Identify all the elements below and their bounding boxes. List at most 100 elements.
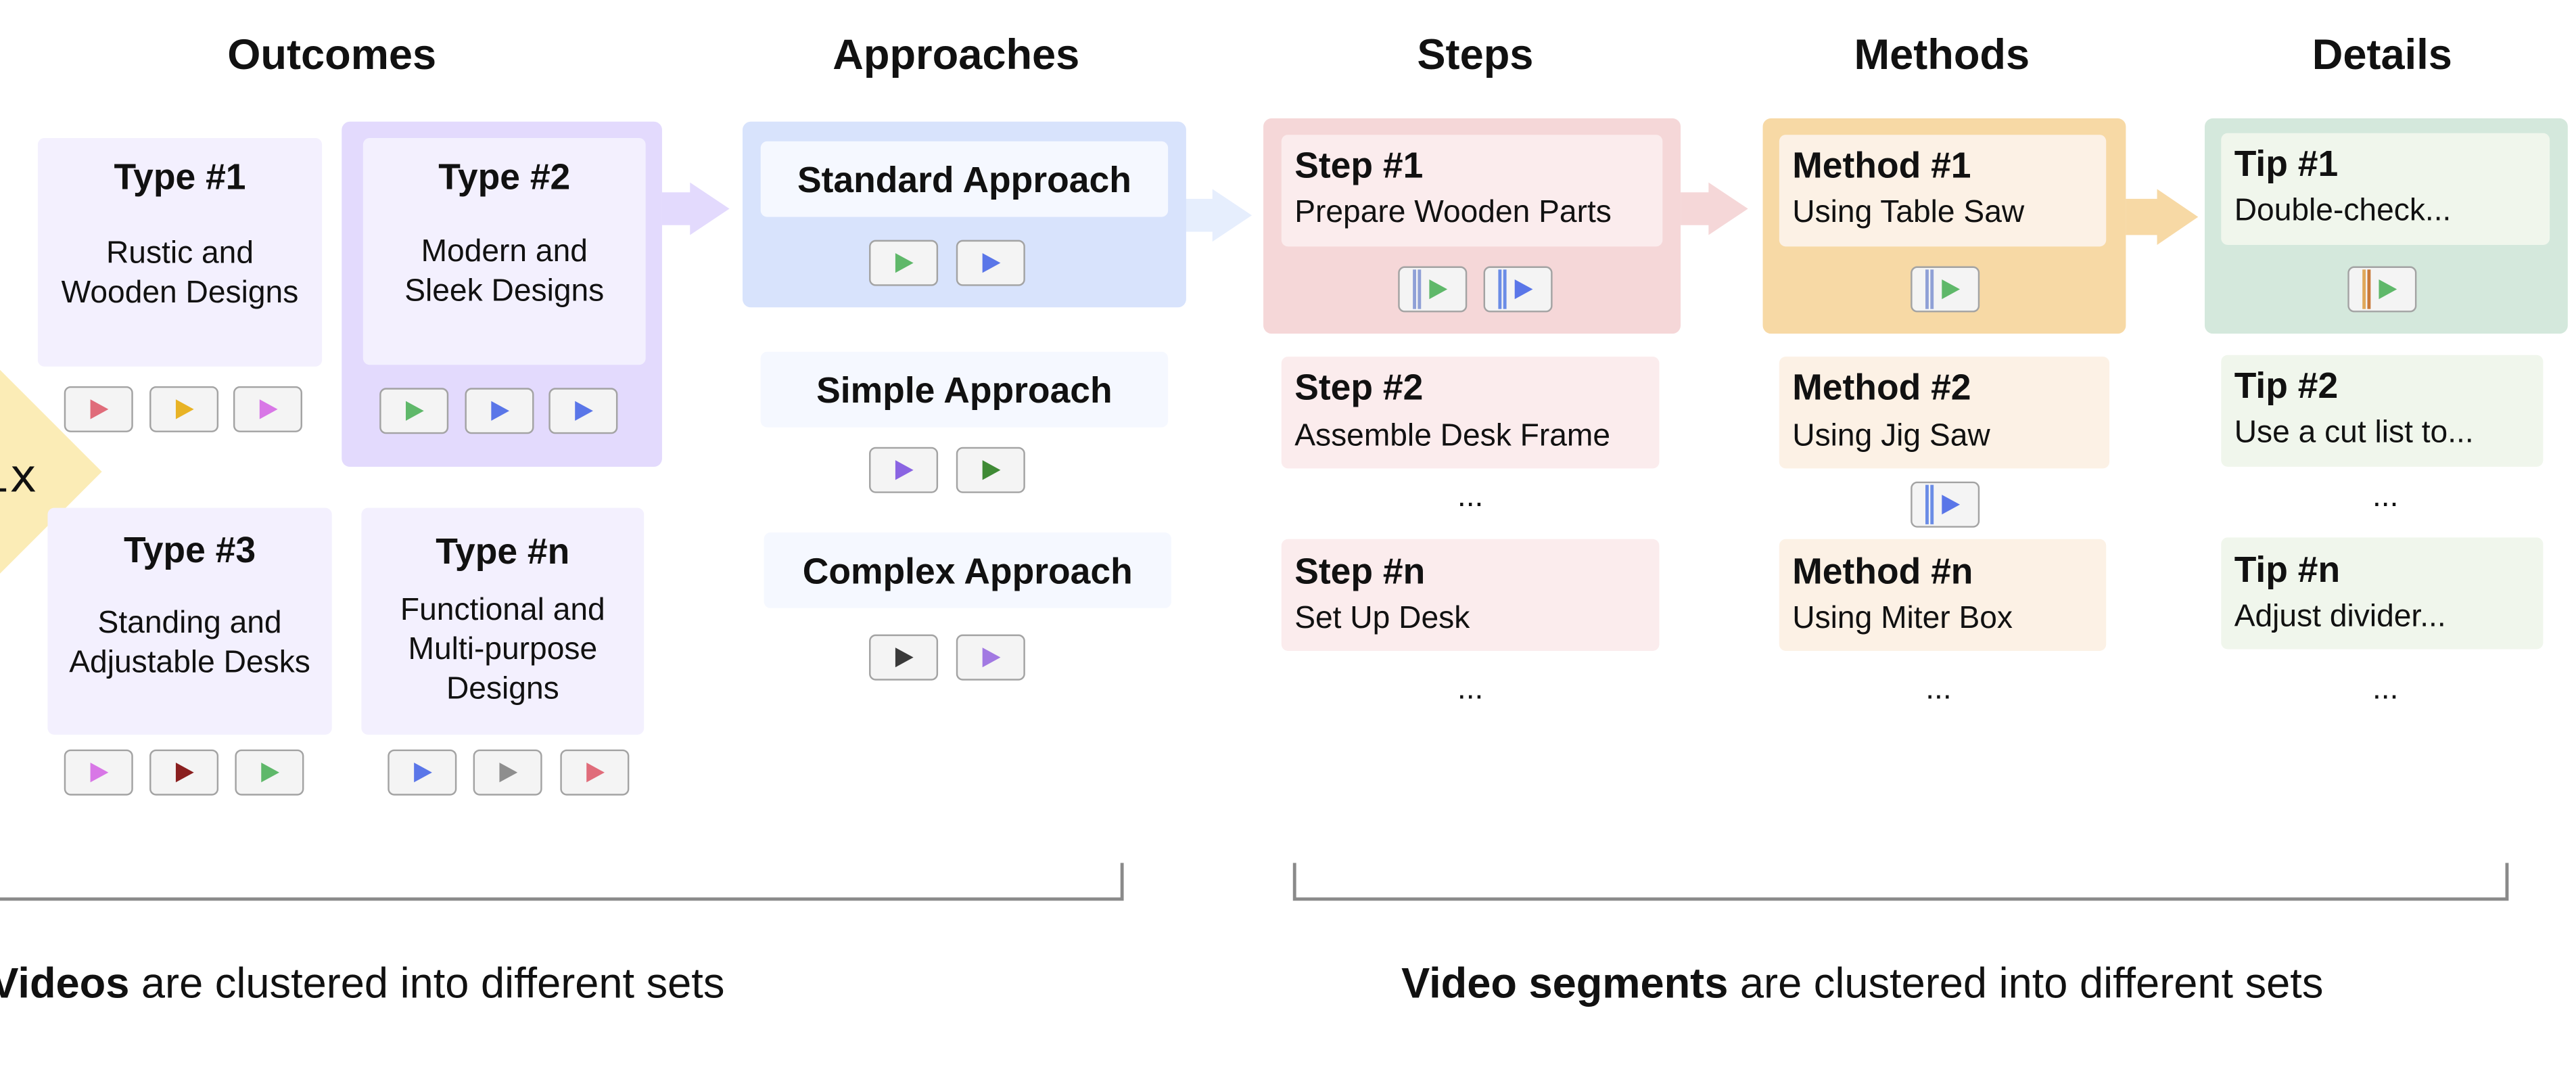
video-button[interactable] xyxy=(869,447,939,493)
play-segment-icon xyxy=(2379,279,2397,300)
mix-label: Mix xyxy=(0,449,37,503)
video-button[interactable] xyxy=(64,386,133,432)
play-segment-icon xyxy=(1942,279,1961,300)
approach-simple-card[interactable]: Simple Approach xyxy=(760,351,1169,428)
step2-card[interactable]: Step #2 Assemble Desk Frame xyxy=(1281,357,1660,469)
tip2-card[interactable]: Tip #2 Use a cut list to... xyxy=(2221,355,2544,467)
play-segment-icon xyxy=(1942,495,1961,515)
play-triangle-icon xyxy=(895,253,914,273)
video-button[interactable] xyxy=(64,749,133,796)
play-triangle-icon xyxy=(895,460,914,480)
video-button[interactable] xyxy=(956,634,1025,681)
segment-button[interactable] xyxy=(1398,266,1468,313)
outcome-desc: Adjustable Desks xyxy=(69,645,310,681)
methodn-card[interactable]: Method #n Using Miter Box xyxy=(1779,539,2107,651)
segment-button[interactable] xyxy=(1483,266,1553,313)
footer-rest: are clustered into different sets xyxy=(129,958,725,1008)
video-button[interactable] xyxy=(149,386,219,432)
method-title: Method #2 xyxy=(1792,366,1971,408)
videos-bracket xyxy=(0,863,1124,901)
play-triangle-icon xyxy=(90,763,109,783)
outcome-title: Type #3 xyxy=(124,529,256,570)
play-triangle-icon xyxy=(261,763,279,783)
method-desc: Using Table Saw xyxy=(1792,196,2025,231)
segment-marker xyxy=(1498,269,1502,309)
play-triangle-icon xyxy=(414,763,432,783)
video-button[interactable] xyxy=(956,240,1025,286)
play-triangle-icon xyxy=(175,399,194,419)
play-triangle-icon xyxy=(499,763,518,783)
play-segment-icon xyxy=(1429,279,1448,300)
video-button[interactable] xyxy=(388,749,457,796)
tip-title: Tip #2 xyxy=(2234,365,2339,407)
segment-marker xyxy=(1930,484,1934,524)
right-arrow-icon xyxy=(661,182,730,235)
step1-card[interactable]: Step #1 Prepare Wooden Parts xyxy=(1281,135,1663,247)
tip1-card[interactable]: Tip #1 Double-check... xyxy=(2221,133,2550,245)
method-ellipsis: ... xyxy=(1925,672,1952,707)
header-approaches: Approaches xyxy=(833,29,1080,79)
mix-star-shape xyxy=(0,369,102,574)
outcome-type2-card[interactable]: Type #2 Modern and Sleek Designs xyxy=(362,138,646,365)
video-button[interactable] xyxy=(869,634,939,681)
header-outcomes: Outcomes xyxy=(227,29,437,79)
video-button[interactable] xyxy=(560,749,630,796)
outcome-desc: Functional and xyxy=(400,593,605,628)
outcome-desc: Modern and xyxy=(421,235,588,270)
header-steps: Steps xyxy=(1417,29,1534,79)
video-button[interactable] xyxy=(233,386,302,432)
method-desc: Using Jig Saw xyxy=(1792,419,1990,454)
outcome-title: Type #1 xyxy=(114,156,246,198)
outcome-type3-card[interactable]: Type #3 Standing and Adjustable Desks xyxy=(47,507,332,735)
approach-standard-card[interactable]: Standard Approach xyxy=(760,141,1169,217)
right-arrow-icon xyxy=(1681,182,1748,235)
footer-segments-caption: Video segments are clustered into differ… xyxy=(1401,957,2323,1009)
play-triangle-icon xyxy=(982,460,1001,480)
step-title: Step #1 xyxy=(1294,144,1424,186)
footer-bold: Videos xyxy=(0,958,130,1008)
play-triangle-icon xyxy=(575,401,593,421)
video-button[interactable] xyxy=(149,749,219,796)
play-triangle-icon xyxy=(982,253,1001,273)
video-button[interactable] xyxy=(956,447,1025,493)
tip-title: Tip #n xyxy=(2234,549,2341,591)
approach-title: Simple Approach xyxy=(816,369,1113,411)
tip-desc: Adjust divider... xyxy=(2234,599,2446,635)
tip-title: Tip #1 xyxy=(2234,143,2339,185)
step-desc: Assemble Desk Frame xyxy=(1294,419,1611,454)
header-methods: Methods xyxy=(1854,29,2030,79)
tip-ellipsis: ... xyxy=(2372,672,2399,707)
method2-card[interactable]: Method #2 Using Jig Saw xyxy=(1779,357,2110,469)
step-title: Step #n xyxy=(1294,550,1426,592)
method-title: Method #n xyxy=(1792,550,1973,592)
outcome-type1-card[interactable]: Type #1 Rustic and Wooden Designs xyxy=(37,138,323,367)
step-ellipsis: ... xyxy=(1457,672,1484,707)
segment-button[interactable] xyxy=(1911,481,1980,528)
stepn-card[interactable]: Step #n Set Up Desk xyxy=(1281,539,1660,651)
segments-bracket xyxy=(1292,863,2509,901)
video-button[interactable] xyxy=(473,749,542,796)
step-title: Step #2 xyxy=(1294,366,1424,408)
tipn-card[interactable]: Tip #n Adjust divider... xyxy=(2221,537,2544,650)
segment-marker xyxy=(1418,269,1422,309)
method1-card[interactable]: Method #1 Using Table Saw xyxy=(1779,135,2107,247)
outcome-desc: Rustic and xyxy=(106,236,254,271)
method-title: Method #1 xyxy=(1792,144,1971,186)
video-button[interactable] xyxy=(235,749,304,796)
approach-complex-card[interactable]: Complex Approach xyxy=(764,532,1172,608)
video-button[interactable] xyxy=(465,388,534,434)
video-button[interactable] xyxy=(379,388,449,434)
outcome-typen-card[interactable]: Type #n Functional and Multi-purpose Des… xyxy=(361,507,645,735)
footer-bold: Video segments xyxy=(1401,958,1729,1008)
segment-button[interactable] xyxy=(1911,266,1980,313)
video-button[interactable] xyxy=(548,388,618,434)
segment-marker xyxy=(1503,269,1507,309)
video-button[interactable] xyxy=(869,240,939,286)
tip-desc: Use a cut list to... xyxy=(2234,415,2474,451)
segment-button[interactable] xyxy=(2347,266,2417,313)
outcome-desc: Sleek Designs xyxy=(404,274,605,309)
play-triangle-icon xyxy=(586,763,605,783)
method-desc: Using Miter Box xyxy=(1792,601,2013,637)
outcome-title: Type #2 xyxy=(438,156,571,198)
